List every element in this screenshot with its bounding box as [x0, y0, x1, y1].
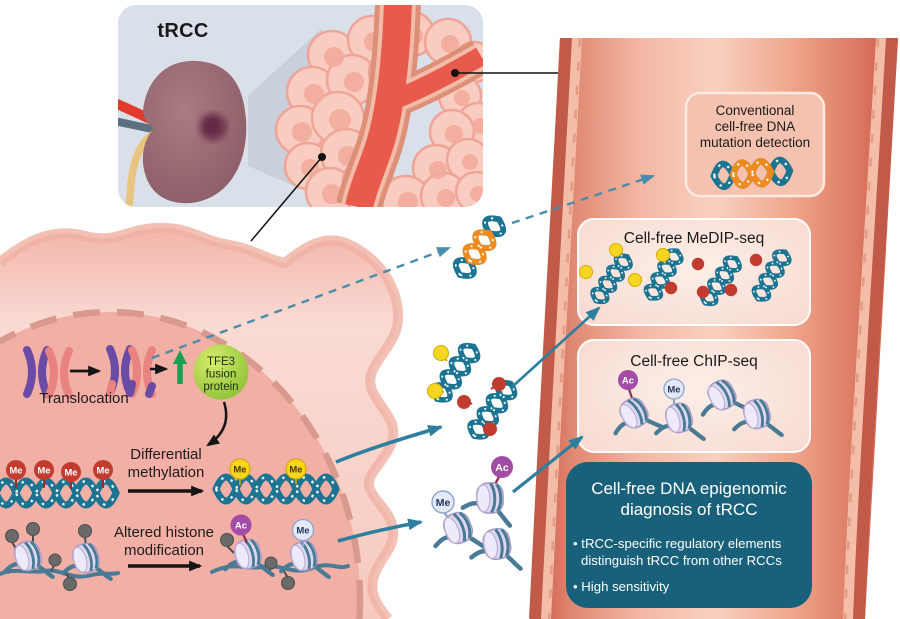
inset-title: tRCC — [157, 20, 208, 42]
nucleus — [0, 312, 360, 619]
translocation-label: Translocation — [39, 390, 129, 407]
diagnosis-bullet1-line2: distinguish tRCC from other RCCs — [581, 553, 782, 568]
me-mark: Me — [296, 526, 309, 537]
methyl-mark-icon — [663, 378, 685, 400]
conventional-line1: Conventional — [716, 103, 795, 118]
medip-dna-fragments — [579, 243, 793, 308]
diagnosis-title1: Cell-free DNA epigenomic — [591, 479, 787, 498]
cfchromatin-nucleosomes: Ac Me — [432, 456, 525, 569]
nuclear-envelope — [0, 308, 364, 619]
diagnosis-summary-panel: Cell-free DNA epigenomic diagnosis of tR… — [566, 462, 812, 608]
differential-methylation-diagram: Me Me Me Me Differential methylation Me … — [0, 446, 336, 505]
methyl-mark-icon — [291, 518, 315, 542]
me-mark: Me — [667, 385, 680, 396]
me-mark: Me — [64, 468, 77, 479]
diagnosis-title2: diagnosis of tRCC — [620, 500, 757, 519]
acetyl-mark-icon — [230, 514, 252, 536]
dna-methylated-yellow: Me Me — [216, 458, 336, 501]
histones-unmodified — [0, 522, 120, 591]
arrow-to-nucleosomes — [337, 518, 424, 543]
up-arrow-icon — [173, 350, 187, 364]
medip-title: Cell-free MeDIP-seq — [624, 230, 764, 247]
diff-meth-label1: Differential — [130, 446, 201, 463]
tfe3-line1: TFE3 — [207, 356, 235, 368]
ac-mark: Ac — [495, 462, 509, 474]
tfe3-line3: protein — [203, 381, 238, 393]
me-mark: Me — [37, 466, 50, 477]
diagnosis-bullet2: • High sensitivity — [573, 579, 670, 594]
altered-label2: modification — [124, 542, 204, 559]
ac-mark: Ac — [235, 521, 247, 532]
altered-label1: Altered histone — [114, 524, 214, 541]
medip-seq-panel: Cell-free MeDIP-seq — [577, 218, 811, 326]
blood-vessel-branch-icon — [336, 5, 483, 207]
arrow-to-chip-box — [512, 435, 584, 494]
diff-meth-label2: methylation — [128, 464, 205, 481]
arrow-to-medip-box — [511, 306, 601, 388]
acetyl-mark-icon — [491, 456, 513, 478]
me-mark: Me — [289, 465, 302, 476]
chip-seq-panel: Cell-free ChIP-seq Ac Me — [577, 339, 811, 453]
me-mark: Me — [436, 497, 451, 509]
arrow-to-dna-fragments — [335, 425, 444, 464]
me-mark: Me — [96, 466, 109, 477]
histone-modification-diagram: Altered histone modification Ac Me — [0, 514, 350, 591]
dashed-arrow-mutation-1 — [151, 246, 452, 360]
methyl-mark-icon — [431, 490, 455, 514]
tfe3-line2: fusion — [206, 369, 237, 381]
me-mark: Me — [233, 465, 246, 476]
histones-modified: Ac Me — [210, 514, 350, 590]
chip-nucleosomes: Ac Me — [608, 370, 782, 439]
dna-methylated-red: Me Me Me Me — [0, 460, 116, 505]
conventional-line3: mutation detection — [700, 135, 810, 150]
acetyl-mark-icon — [618, 370, 638, 390]
cfdna-methylated-fragments — [428, 341, 519, 441]
kidney-icon — [142, 60, 247, 204]
tfe3-fusion-protein: TFE3 fusion protein — [173, 344, 249, 447]
conventional-detection-panel: Conventional cell-free DNA mutation dete… — [684, 91, 826, 198]
conventional-line2: cell-free DNA — [715, 119, 795, 134]
kidney-inset-panel: tRCC — [118, 5, 483, 207]
cfdna-mutated-fragment — [452, 213, 508, 280]
translocated-chromosomes — [106, 349, 156, 398]
me-mark: Me — [9, 466, 22, 477]
translocation-diagram: Translocation — [27, 349, 169, 407]
dashed-arrow-mutation-2 — [511, 174, 656, 225]
chip-title: Cell-free ChIP-seq — [630, 353, 758, 370]
diagnosis-bullet1-line1: • tRCC-specific regulatory elements — [573, 536, 782, 551]
ac-mark: Ac — [622, 376, 634, 387]
